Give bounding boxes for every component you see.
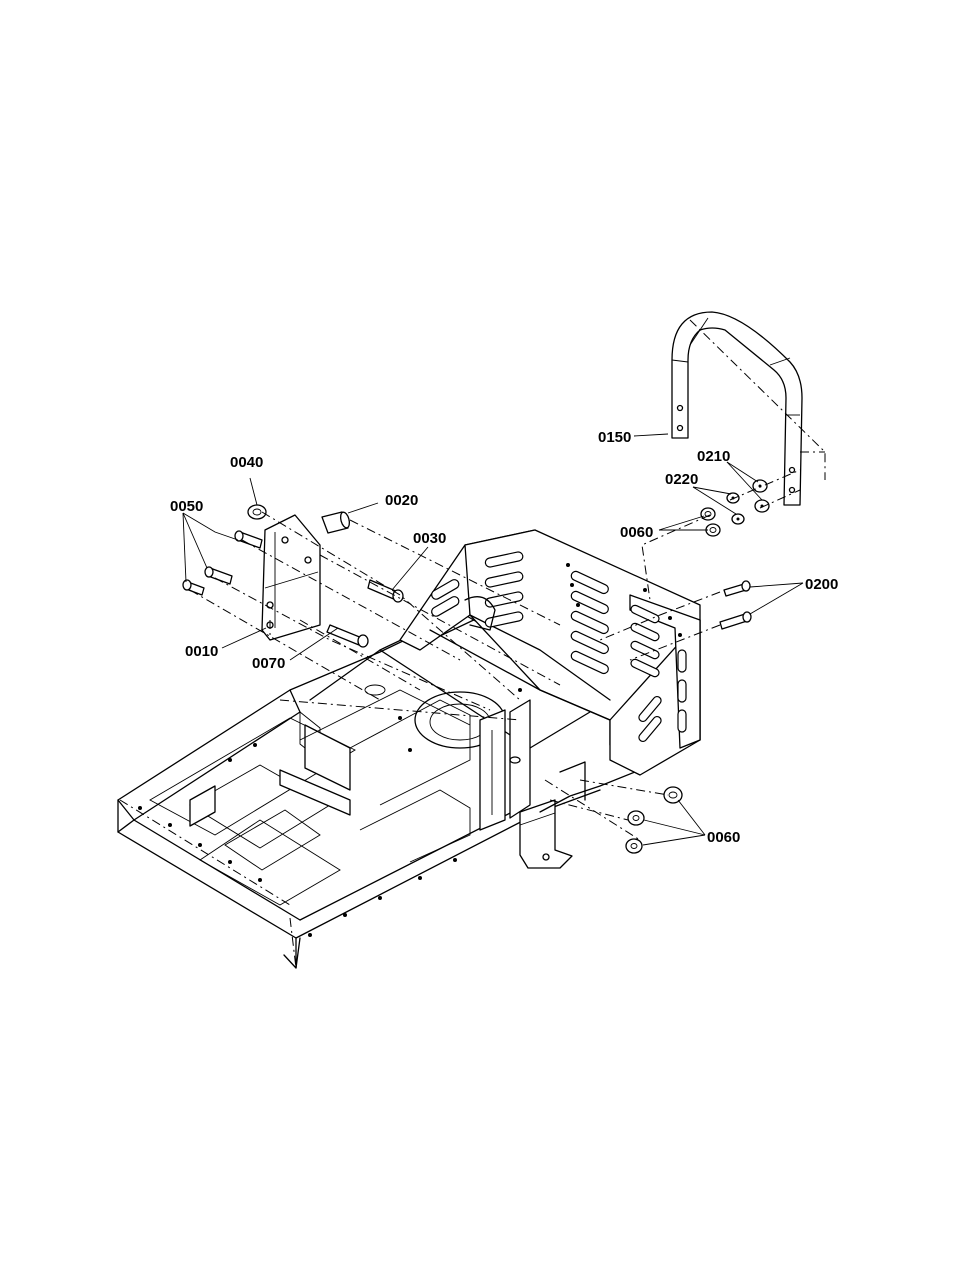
flange-nut-0040 [247, 504, 267, 520]
washers-0210 [752, 479, 770, 513]
assembly-lines [189, 469, 801, 841]
label-0050: 0050 [170, 498, 203, 515]
label-0040: 0040 [230, 454, 263, 471]
washers-0220 [726, 492, 745, 525]
label-0020: 0020 [385, 492, 418, 509]
seat-pan [399, 529, 701, 776]
mount-bracket [261, 514, 321, 641]
label-0150: 0150 [598, 429, 631, 446]
spacer-tube [321, 511, 351, 534]
leader-lines [182, 433, 804, 846]
label-0070: 0070 [252, 655, 285, 672]
rops-bar [671, 311, 826, 506]
label-0200: 0200 [805, 576, 838, 593]
label-0220: 0220 [665, 471, 698, 488]
label-0030: 0030 [413, 530, 446, 547]
label-0060-lower: 0060 [707, 829, 740, 846]
label-0010: 0010 [185, 643, 218, 660]
bolts-0200 [719, 580, 752, 630]
label-0210: 0210 [697, 448, 730, 465]
part-labels: 0040 0050 0020 0030 0010 0070 0150 0210 … [170, 429, 838, 846]
nuts-0060-lower [625, 786, 683, 854]
pin-0070 [326, 624, 369, 648]
label-0060-upper: 0060 [620, 524, 653, 541]
bolts-0050 [182, 530, 263, 596]
nuts-0060-upper [700, 507, 721, 537]
